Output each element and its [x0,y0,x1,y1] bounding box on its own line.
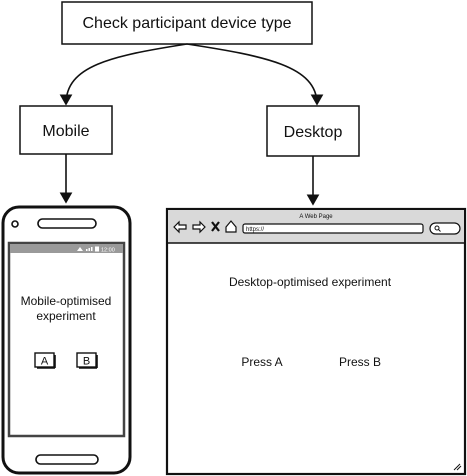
mobile-phone-mockup: 12:00 Mobile-optimised experiment A B [1,205,132,475]
wifi-icon [77,247,83,251]
forward-arrow-icon[interactable] [192,220,206,234]
node-desktop: Desktop [266,105,360,157]
mobile-experiment-label-line2: experiment [36,309,96,323]
press-a-label: Press A [241,355,282,369]
mobile-experiment-label-line1: Mobile-optimised [21,294,112,308]
mobile-button-b-label: B [83,356,90,368]
desktop-browser-mockup: A Web Page https:// Desktop-optimised ex… [165,207,467,476]
home-bar [35,454,99,465]
mobile-button-a[interactable]: A [34,352,56,369]
url-bar[interactable]: https:// [242,223,424,234]
node-root-label: Check participant device type [83,15,292,32]
node-mobile: Mobile [19,105,113,155]
window-title: A Web Page [299,214,333,220]
status-bar [10,244,123,253]
mobile-button-b[interactable]: B [76,352,98,369]
resize-grip-icon[interactable] [453,463,462,471]
url-text: https:// [246,227,264,233]
node-root: Check participant device type [61,1,313,45]
node-desktop-label: Desktop [284,124,343,141]
mobile-button-a-label: A [41,356,49,368]
desktop-experiment-label: Desktop-optimised experiment [229,275,392,289]
phone-screen [7,241,126,438]
press-b-label: Press B [339,355,381,369]
home-icon[interactable] [225,220,237,233]
speaker-slot [37,218,97,229]
close-x-icon[interactable] [211,221,220,232]
node-mobile-label: Mobile [42,123,89,140]
battery-icon [95,246,99,252]
search-icon[interactable] [429,222,461,235]
signal-icon [86,247,93,251]
edge-root-desktop [186,43,324,106]
status-time: 12:00 [101,248,115,254]
back-arrow-icon[interactable] [173,220,187,234]
edge-root-mobile [59,43,188,106]
camera-icon [11,220,19,228]
